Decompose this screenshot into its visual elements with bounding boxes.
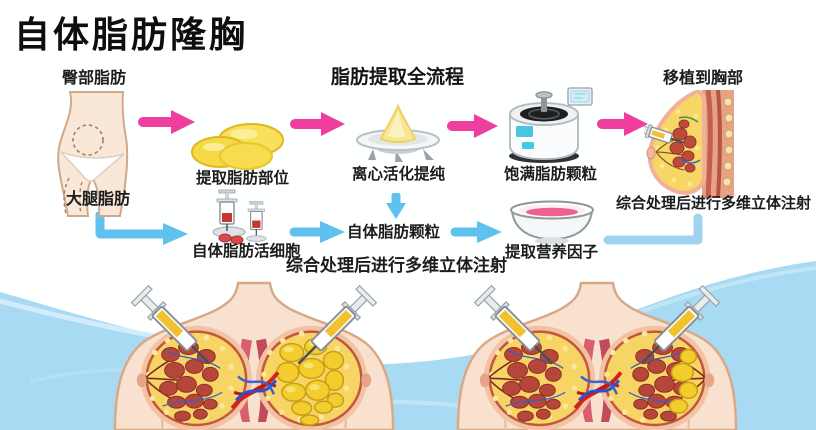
bowl-icon	[510, 200, 594, 245]
label-transplant: 移植到胸部	[663, 70, 744, 87]
fat-tissue-icon	[191, 123, 284, 170]
arrow-right-icon	[289, 221, 345, 243]
label-autologous-fat-granules: 自体脂肪颗粒	[347, 224, 441, 241]
label-injection-note-center: 综合处理后进行多维立体注射	[286, 256, 507, 275]
label-thigh-fat: 大腿脂肪	[66, 191, 131, 208]
arrow-elbow-down-right-icon	[95, 212, 188, 245]
label-nutrition-factors: 提取营养因子	[505, 244, 599, 261]
arrow-right-icon	[290, 112, 345, 136]
label-full-fat-granules: 饱满脂肪颗粒	[504, 166, 598, 183]
arrow-right-icon	[597, 112, 648, 136]
fat-processor-machine-icon	[509, 87, 593, 163]
arrow-elbow-icon	[603, 213, 703, 245]
process-heading: 脂肪提取全流程	[331, 67, 465, 88]
page-title: 自体脂肪隆胸	[14, 14, 249, 55]
centrifuge-icon	[356, 103, 440, 162]
label-extract-site: 提取脂肪部位	[196, 170, 290, 187]
label-live-fat-cells: 自体脂肪活细胞	[192, 243, 301, 260]
breast-anatomy-figure-right	[456, 281, 738, 430]
label-centrifuge: 离心活化提纯	[352, 166, 446, 183]
arrow-right-icon	[138, 110, 195, 134]
arrow-right-icon	[450, 221, 502, 243]
donor-site-torso-icon	[57, 91, 129, 217]
label-hip-fat: 臀部脂肪	[62, 70, 127, 87]
arrow-down-icon	[386, 193, 406, 219]
label-injection-note-right: 综合处理后进行多维立体注射	[616, 195, 812, 212]
breast-cross-section-icon	[644, 90, 734, 198]
arrow-right-icon	[447, 114, 498, 138]
breast-anatomy-figure-left	[113, 281, 395, 430]
syringe-vials-icon	[212, 189, 267, 245]
